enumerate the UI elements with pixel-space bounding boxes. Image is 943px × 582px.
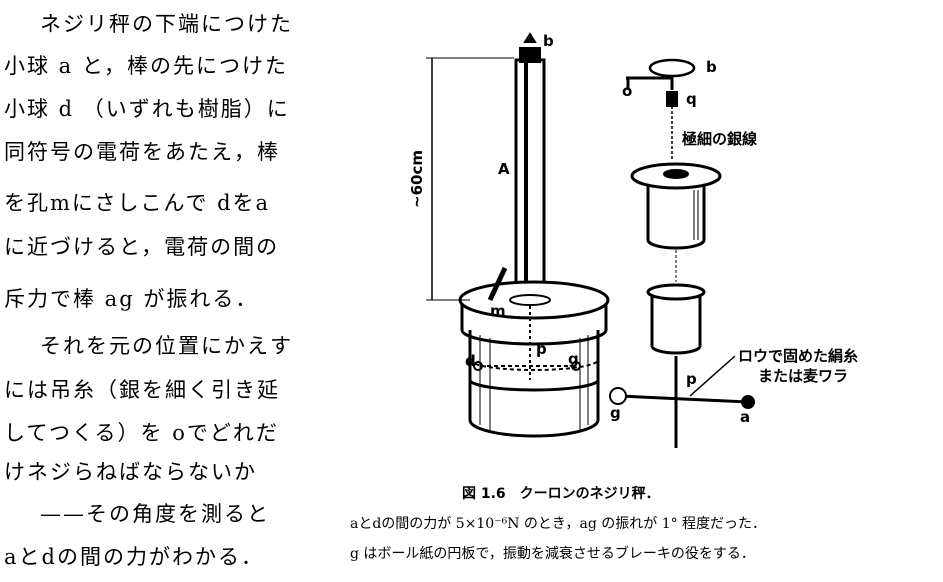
- label-height: ~60cm: [408, 150, 426, 208]
- label-b-right: b: [706, 58, 717, 76]
- torsion-balance-assembled: [426, 32, 610, 438]
- label-silk-thread: ロウで固めた絹糸: [738, 347, 859, 365]
- text-line: 小球 a と，棒の先につけた: [4, 54, 289, 78]
- torsion-balance-parts: [609, 58, 755, 448]
- label-m: m: [490, 302, 506, 320]
- label-b-left: b: [543, 32, 554, 50]
- text-line: 斥力で棒 ag が振れる．: [4, 287, 259, 311]
- label-a-rod: A: [498, 160, 510, 178]
- label-g-left: g: [568, 350, 579, 368]
- figure-caption-line: aとdの間の力が 5×10⁻⁶N のとき，ag の振れが 1° 程度だった．: [350, 516, 767, 532]
- text-line: aとdの間の力がわかる．: [4, 545, 264, 569]
- label-o: o: [622, 82, 633, 100]
- figure-caption-line: g はボール紙の円板で，振動を減衰させるブレーキの役をする．: [350, 546, 755, 562]
- text-line: けネジらねばならないか: [4, 460, 257, 484]
- label-g-right: g: [610, 404, 621, 422]
- text-line: には吊糸（銀を細く引き延: [4, 378, 280, 402]
- label-d: d: [465, 352, 476, 370]
- text-line: ネジリ秤の下端につけた: [40, 12, 293, 36]
- label-straw: または麦ワラ: [758, 367, 849, 385]
- text-line: 同符号の電荷をあたえ，棒: [4, 140, 280, 164]
- text-line: ——その角度を測ると: [40, 502, 270, 526]
- text-line: してつくる）を oでどれだ: [4, 421, 279, 445]
- label-a-ball: a: [740, 408, 751, 426]
- label-p-left: p: [536, 340, 547, 358]
- label-p-right: p: [686, 370, 697, 388]
- text-line: に近づけると，電荷の間の: [4, 235, 280, 259]
- figure-caption-title: 図 1.6 クーロンのネジリ秤．: [462, 486, 660, 502]
- label-q: q: [686, 90, 697, 108]
- text-line: それを元の位置にかえす: [40, 334, 293, 358]
- text-line: 小球 d （いずれも樹脂）に: [4, 97, 290, 121]
- text-line: を孔mにさしこんで dをa: [4, 191, 271, 215]
- label-silver-wire: 極細の銀線: [682, 130, 758, 148]
